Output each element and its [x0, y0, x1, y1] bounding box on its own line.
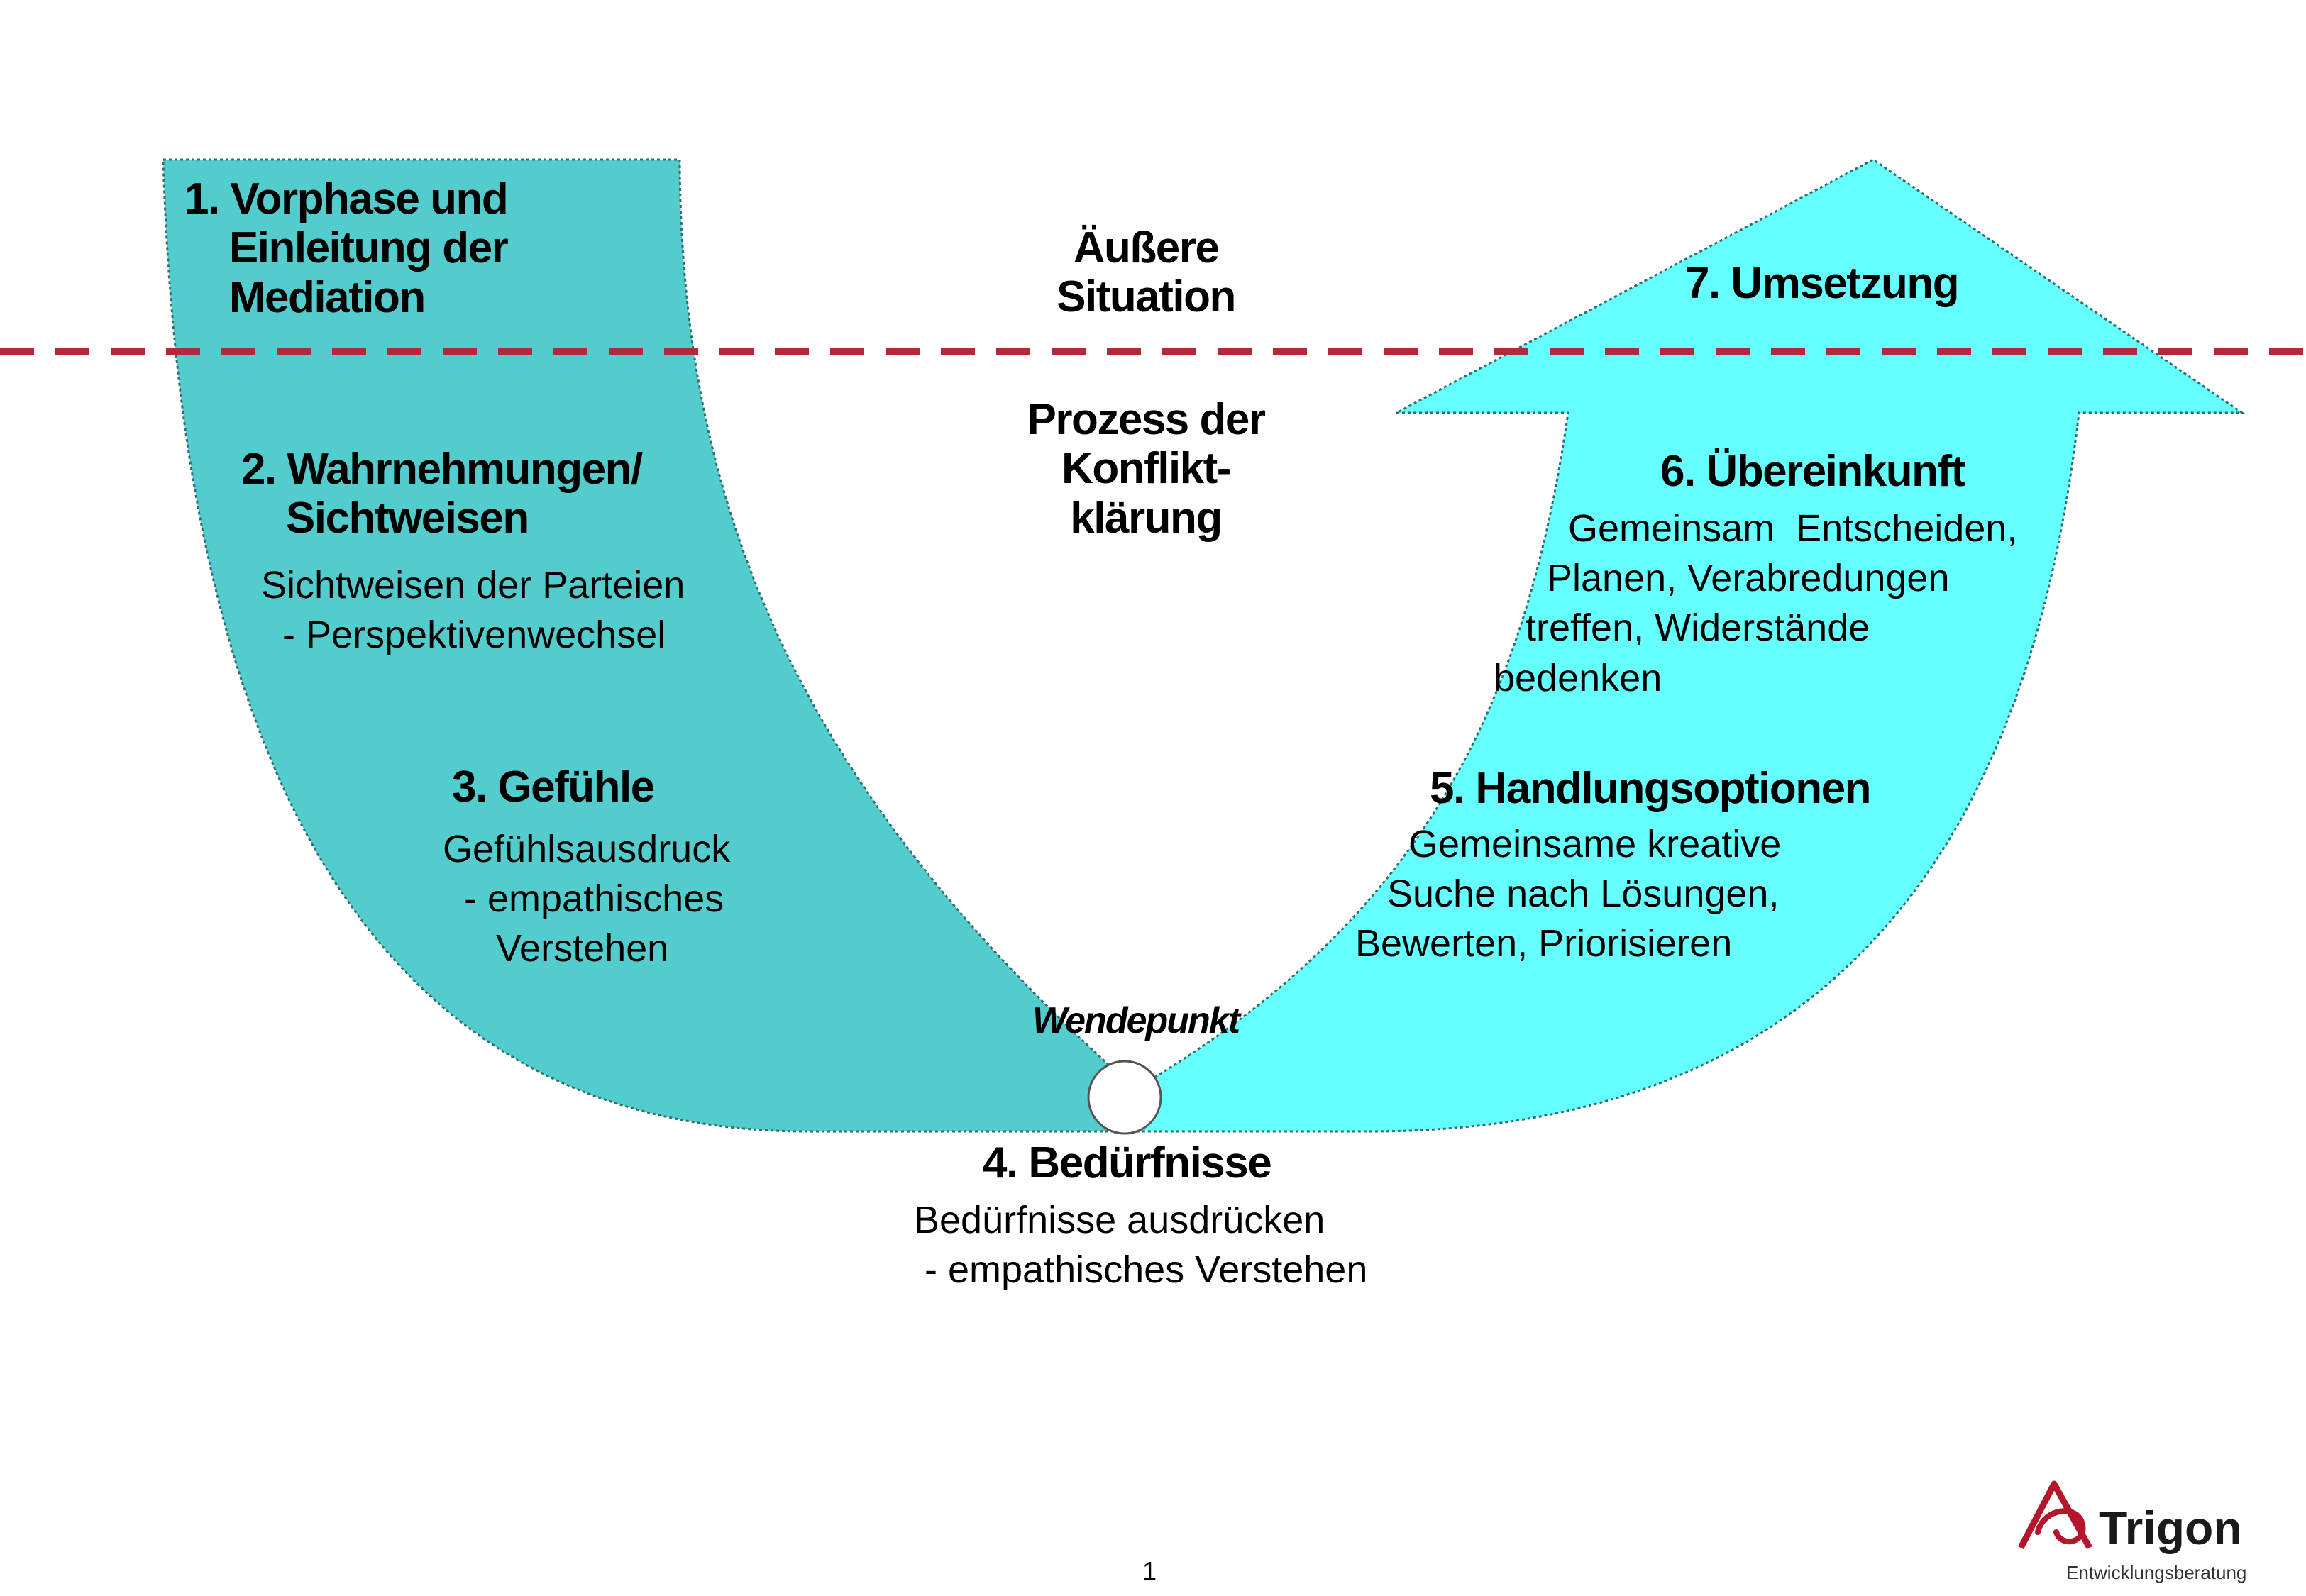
- step-6-title: 6. Übereinkunft: [1660, 447, 1965, 496]
- right-arrow: [1134, 158, 2246, 1133]
- turning-point-marker: [1087, 1060, 1162, 1135]
- page-number: 1: [1142, 1556, 1157, 1585]
- trigon-logo-icon: [2018, 1480, 2092, 1550]
- step-3-title: 3. Gefühle: [452, 763, 655, 811]
- brand-subtitle: Entwicklungsberatung: [2066, 1562, 2247, 1583]
- left-band: [162, 158, 1137, 1133]
- step-4-title: 4. Bedürfnisse: [983, 1138, 1272, 1187]
- zone-upper-label: Äußere Situation: [1057, 223, 1236, 322]
- turning-point-label: Wendepunkt: [1032, 1000, 1240, 1041]
- step-2-text: Sichtweisen der Parteien - Perspektivenw…: [261, 564, 685, 657]
- step-7-title: 7. Umsetzung: [1685, 259, 1960, 308]
- step-3-text: Gefühlsausdruck - empathisches Verstehen: [443, 828, 731, 970]
- step-4-text: Bedürfnisse ausdrücken - empathisches Ve…: [914, 1199, 1368, 1292]
- brand-name: Trigon: [2099, 1502, 2242, 1554]
- step-5-title: 5. Handlungsoptionen: [1430, 764, 1871, 813]
- step-1-title: 1. Vorphase und Einleitung der Mediation: [184, 174, 509, 322]
- step-6-text: Gemeinsam Entscheiden, Planen, Verabredu…: [1494, 507, 2018, 699]
- step-2-title: 2. Wahrnehmungen/ Sichtweisen: [241, 445, 643, 543]
- step-5-text: Gemeinsame kreative Suche nach Lösungen,…: [1355, 823, 1782, 965]
- zone-lower-label: Prozess der Konflikt- klärung: [1027, 395, 1266, 543]
